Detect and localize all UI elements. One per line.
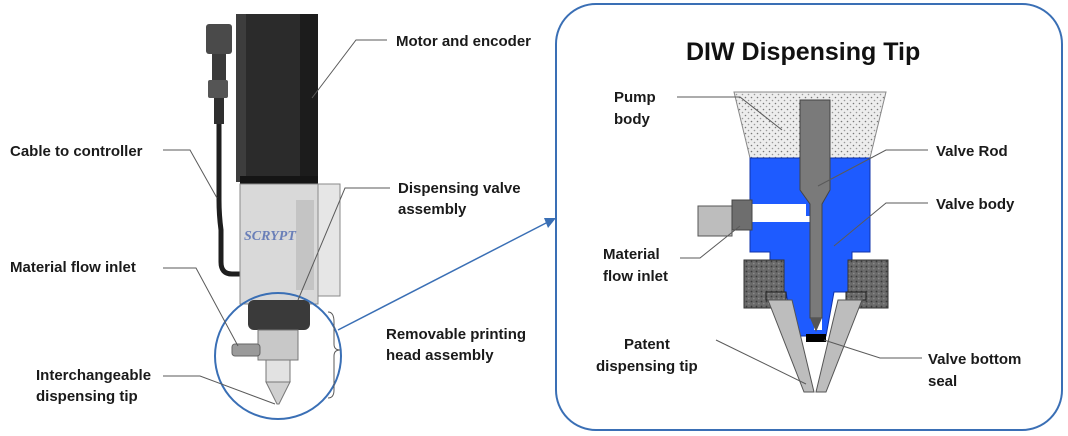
dispensing-valve-assembly: SCRYPT (239, 183, 341, 305)
label-valve-rod: Valve Rod (936, 143, 1008, 160)
label-valve-body: Valve body (936, 196, 1015, 213)
diw-panel-title: DIW Dispensing Tip (686, 38, 920, 66)
motor-and-encoder (236, 14, 318, 184)
label-removable-head-line1: Removable printing (386, 326, 526, 343)
printing-head (231, 300, 310, 405)
valve-rod-tip (810, 318, 822, 332)
label-patent-tip-line2: dispensing tip (596, 358, 698, 375)
label-motor-encoder: Motor and encoder (396, 33, 531, 50)
zoom-connector (337, 221, 549, 331)
label-material-flow-inlet-line2: flow inlet (603, 268, 668, 285)
dispenser-device: SCRYPT (206, 14, 341, 405)
label-valve-bottom-seal-line1: Valve bottom (928, 351, 1021, 368)
label-pump-body-line1: Pump (614, 89, 656, 106)
right-oring (845, 291, 867, 301)
scrypt-logo: SCRYPT (244, 229, 297, 244)
dispensing-tip-right (815, 299, 863, 393)
label-dispensing-valve-line2: assembly (398, 201, 467, 218)
left-leader-lines (163, 39, 390, 405)
label-interchangeable-tip-line2: dispensing tip (36, 388, 138, 405)
zoom-circle (214, 292, 342, 420)
label-interchangeable-tip-line1: Interchangeable (36, 367, 151, 384)
label-pump-body-line2: body (614, 111, 650, 128)
diw-cross-section (697, 91, 889, 393)
label-dispensing-valve-line1: Dispensing valve (398, 180, 521, 197)
label-material-flow-inlet-line1: Material (603, 246, 660, 263)
label-material-flow-inlet: Material flow inlet (10, 259, 136, 276)
dispensing-tip (767, 299, 815, 393)
right-labels: Pump body Valve Rod Valve body Material … (596, 89, 1021, 390)
label-valve-bottom-seal-line2: seal (928, 373, 957, 390)
right-leader-lines (677, 96, 928, 385)
controller-cable (216, 124, 244, 277)
head-bracket (327, 311, 341, 399)
inlet-fitting (697, 199, 753, 237)
cable-connector (206, 24, 232, 124)
left-labels: Motor and encoder Cable to controller Di… (10, 33, 531, 405)
label-cable-controller: Cable to controller (10, 143, 143, 160)
label-patent-tip-line1: Patent (624, 336, 670, 353)
valve-bottom-seal (806, 334, 826, 342)
label-removable-head-line2: head assembly (386, 347, 494, 364)
left-oring (765, 291, 787, 301)
zoom-connector-arrowhead (544, 218, 556, 228)
